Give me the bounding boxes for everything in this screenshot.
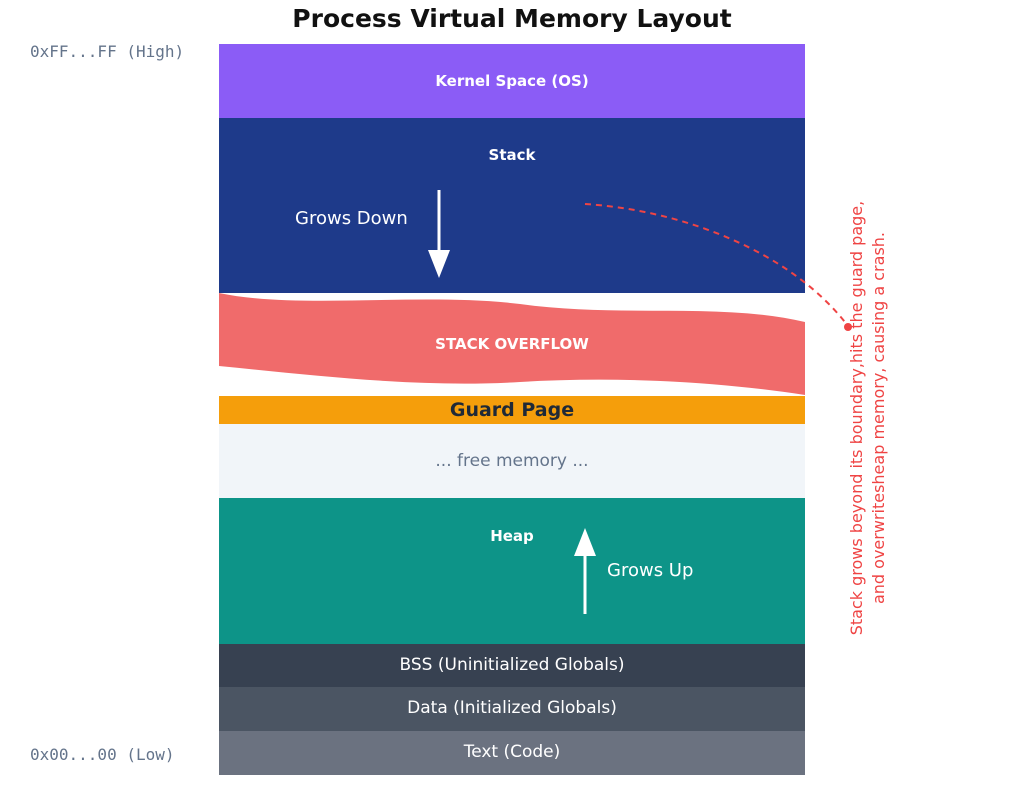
heap-label: Heap [490, 527, 534, 545]
bss-label: BSS (Uninitialized Globals) [399, 655, 625, 675]
grows-up-arrow-icon [574, 528, 596, 614]
text-label: Text (Code) [463, 742, 561, 762]
stack-label: Stack [488, 146, 536, 164]
annotation-line-2: and overwritesheap memory, causing a cra… [869, 231, 888, 605]
bss-segment: BSS (Uninitialized Globals) [219, 644, 805, 687]
grows-up-label: Grows Up [607, 560, 694, 581]
text-segment: Text (Code) [219, 731, 805, 775]
kernel-space-segment: Kernel Space (OS) [219, 44, 805, 118]
free-memory-segment: ... free memory ... [219, 424, 805, 498]
stack-overflow-annotation: Stack grows beyond its boundary,hits the… [846, 138, 906, 698]
data-label: Data (Initialized Globals) [407, 698, 617, 718]
data-segment: Data (Initialized Globals) [219, 687, 805, 731]
diagram-title: Process Virtual Memory Layout [292, 4, 732, 33]
annotation-pointer-line [584, 203, 849, 327]
stack-overflow-label: STACK OVERFLOW [435, 335, 589, 353]
guard-page-segment: Guard Page [219, 396, 805, 424]
stack-segment: Stack [219, 118, 805, 293]
grows-down-label: Grows Down [295, 208, 408, 229]
address-low-label: 0x00...00 (Low) [30, 745, 175, 764]
free-memory-label: ... free memory ... [435, 451, 589, 471]
annotation-line-1: Stack grows beyond its boundary,hits the… [847, 200, 866, 636]
kernel-space-label: Kernel Space (OS) [435, 72, 589, 90]
grows-down-arrow-icon [428, 190, 450, 278]
guard-page-label: Guard Page [449, 399, 575, 421]
annotation-pointer-dot [844, 323, 852, 331]
heap-segment: Heap [219, 498, 805, 644]
stack-overflow-wave [219, 293, 805, 395]
address-high-label: 0xFF...FF (High) [30, 42, 185, 61]
